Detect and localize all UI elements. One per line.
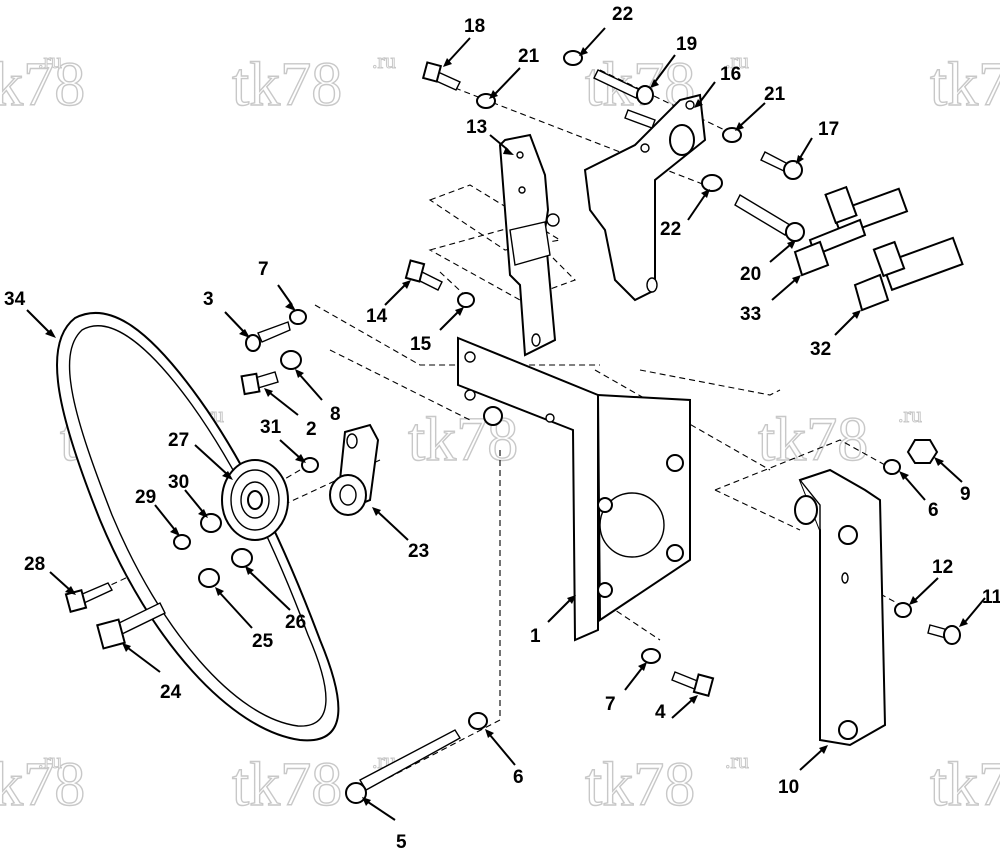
svg-text:tk78: tk78 [758, 406, 868, 474]
svg-text:.ru: .ru [38, 748, 62, 773]
callout-13: 13 [466, 117, 487, 138]
callout-arrows [26, 27, 986, 821]
svg-text:tk78: tk78 [930, 51, 1000, 119]
callout-32: 32 [810, 339, 831, 360]
callout-16: 16 [720, 64, 741, 85]
callout-6: 6 [513, 767, 524, 788]
main-bracket [457, 336, 691, 642]
callout-10: 10 [778, 777, 799, 798]
callout-4: 4 [655, 702, 666, 723]
fasteners [64, 50, 961, 804]
callout-12: 12 [932, 557, 953, 578]
callout-11: 11 [982, 587, 1000, 608]
callout-7: 7 [605, 694, 616, 715]
callout-1: 1 [530, 626, 541, 647]
svg-text:tk78: tk78 [930, 751, 1000, 819]
callout-30: 30 [168, 472, 189, 493]
svg-text:.ru: .ru [725, 748, 749, 773]
callout-27: 27 [168, 430, 189, 451]
callout-19: 19 [676, 34, 697, 55]
callout-28: 28 [24, 554, 45, 575]
tensioner-arm [329, 423, 380, 516]
callout-18: 18 [464, 16, 485, 37]
callout-5: 5 [396, 832, 407, 852]
pulley [221, 459, 289, 541]
callout-6: 6 [928, 500, 939, 521]
callout-26: 26 [285, 612, 306, 633]
upper-right-bracket [583, 93, 707, 302]
callout-9: 9 [960, 484, 971, 505]
svg-text:tk78: tk78 [0, 51, 85, 119]
callout-3: 3 [203, 289, 214, 310]
callout-22: 22 [612, 4, 633, 25]
svg-text:.ru: .ru [898, 402, 922, 427]
belt [55, 311, 340, 742]
svg-text:.ru: .ru [38, 48, 62, 73]
callout-24: 24 [160, 682, 182, 703]
side-link [794, 468, 887, 747]
callout-labels: 18 22 21 19 16 21 13 17 22 20 33 32 7 3 … [4, 4, 1000, 852]
callout-7: 7 [258, 259, 269, 280]
callout-17: 17 [818, 119, 839, 140]
svg-text:tk78: tk78 [585, 751, 695, 819]
callout-21: 21 [764, 84, 786, 105]
upper-bracket [498, 133, 560, 357]
callout-34: 34 [4, 289, 26, 310]
callout-23: 23 [408, 541, 429, 562]
callout-33: 33 [740, 304, 761, 325]
svg-text:tk78: tk78 [232, 51, 342, 119]
svg-text:tk78: tk78 [0, 751, 85, 819]
callout-31: 31 [260, 417, 282, 438]
svg-text:.ru: .ru [372, 48, 396, 73]
svg-text:tk78: tk78 [232, 751, 342, 819]
callout-21: 21 [518, 46, 540, 67]
callout-14: 14 [366, 306, 388, 327]
valves [793, 185, 964, 312]
callout-8: 8 [330, 404, 341, 425]
callout-25: 25 [252, 631, 274, 652]
callout-2: 2 [306, 419, 317, 440]
callout-29: 29 [135, 487, 156, 508]
callout-22: 22 [660, 219, 681, 240]
callout-20: 20 [740, 264, 761, 285]
callout-15: 15 [410, 334, 432, 355]
svg-text:.ru: .ru [725, 48, 749, 73]
